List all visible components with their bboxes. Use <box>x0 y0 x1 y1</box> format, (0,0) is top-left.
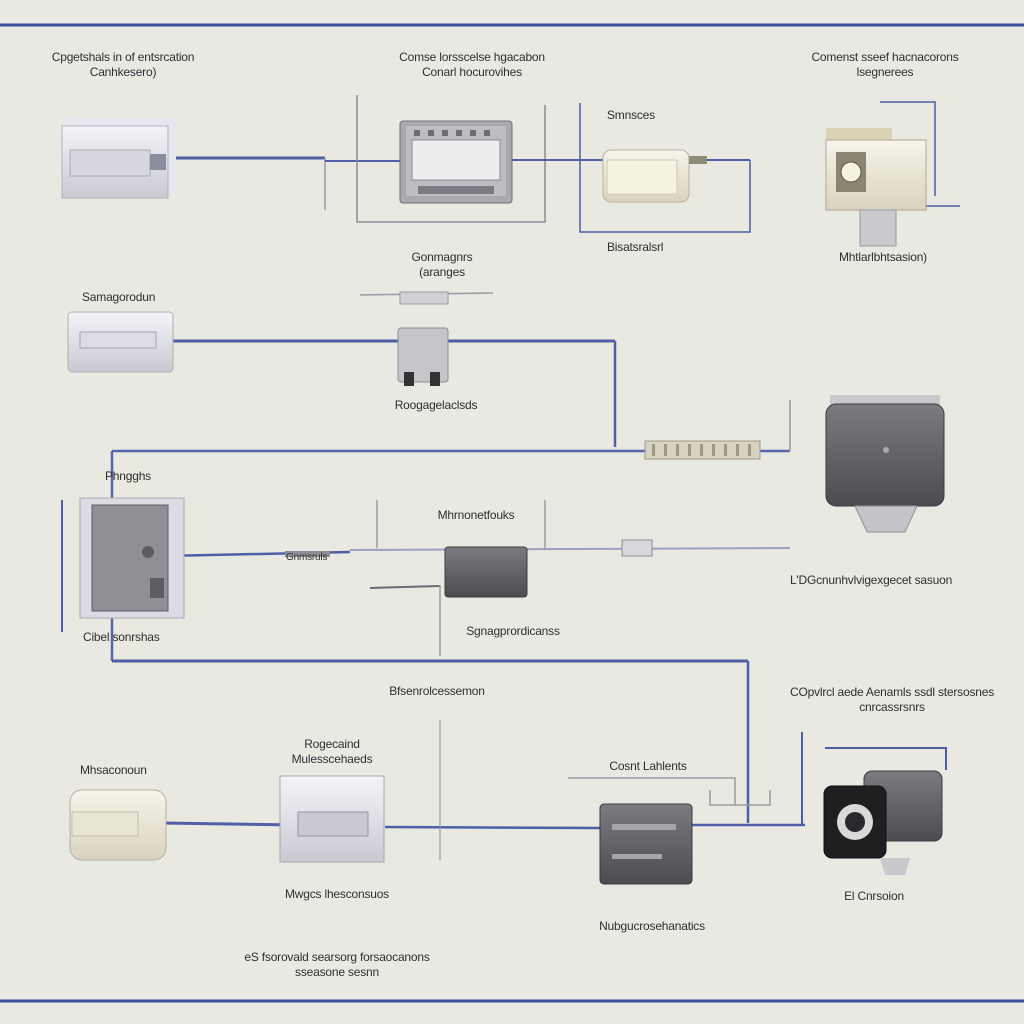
label-bottom-camera: El Cnrsoion <box>844 889 904 903</box>
control-module-top-center <box>399 120 513 204</box>
label-row3-right: L'DGcnunhvlvigexgecet sasuon <box>789 573 953 587</box>
label-mid-top: Gonmagnrs(aranges <box>411 250 473 279</box>
sensor-camera-top-right <box>825 128 927 247</box>
label-row2-connector: Roogagelaclsds <box>394 398 478 412</box>
label-bus: Bfsenrolcessemon <box>389 684 485 698</box>
label-row3-small: Gnmsruls <box>286 552 328 563</box>
label-sensor-a: Smnsces <box>607 108 655 122</box>
relay-module-row2 <box>397 291 449 386</box>
terminal-strip-row2 <box>644 440 761 460</box>
control-panel-row3 <box>79 497 185 619</box>
label-bottom-ctrl-bottom: Nubgucrosehanatics <box>599 919 705 933</box>
controller-bottom <box>599 803 693 885</box>
cylinder-sensor-bottom-left <box>69 789 167 861</box>
label-row3-left-bottom: Cibel sonrshas <box>83 630 160 644</box>
label-row3-center-bottom: Sgnagprordicanss <box>466 624 560 638</box>
label-bottom-ctrl-top: Cosnt Lahlents <box>609 759 687 773</box>
label-row2-left: Samagorodun <box>82 290 156 304</box>
row3-wiring <box>61 500 791 823</box>
connector-box-row2 <box>67 311 174 373</box>
camera-dark-right <box>825 395 945 533</box>
label-bottom-mid-bottom: Mwgcs lhesconsuos <box>285 887 389 901</box>
sensor-module-cream <box>602 149 707 203</box>
label-row3-center: Mhrnonetfouks <box>437 508 515 522</box>
label-sensor-b: Bisatsralsrl <box>607 240 664 254</box>
housing-bottom-mid <box>279 775 385 863</box>
label-hr-sensor: Mhtlarlbhtsasion) <box>839 250 927 264</box>
label-bottom-left-module: Mhsaconoun <box>80 763 147 777</box>
module-row3-center <box>285 539 653 598</box>
row2-wiring <box>110 292 791 661</box>
camera-bottom-right <box>823 770 943 875</box>
label-row3-left-top: Phngghs <box>105 469 151 483</box>
row4-wiring <box>161 720 947 860</box>
connector-box-top-left <box>61 118 176 199</box>
